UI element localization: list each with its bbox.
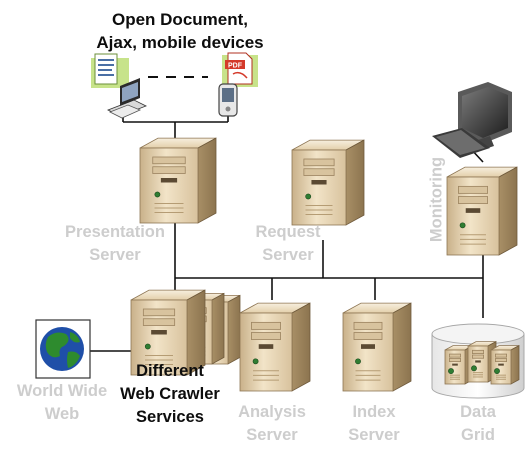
grid-server-1 bbox=[444, 344, 474, 385]
monitor-icon bbox=[458, 82, 512, 150]
pdf-icon: PDF bbox=[222, 52, 258, 87]
document-icon bbox=[91, 53, 129, 88]
presentation-server bbox=[139, 137, 217, 224]
label-analysis-server: Analysis Server bbox=[238, 403, 306, 444]
label-request-server: Request Server bbox=[255, 223, 321, 264]
label-data-grid: Data Grid bbox=[460, 403, 496, 444]
grid-server-3 bbox=[490, 344, 520, 385]
mobile-device-icon bbox=[218, 83, 238, 117]
label-monitoring: Monitoring bbox=[427, 156, 446, 243]
analysis-server bbox=[239, 302, 311, 392]
label-index-server: Index Server bbox=[348, 403, 400, 444]
globe-icon bbox=[35, 319, 91, 379]
request-server bbox=[291, 139, 365, 226]
crawler-server bbox=[130, 289, 206, 376]
monitoring-server bbox=[446, 166, 518, 256]
index-server bbox=[342, 302, 412, 392]
label-web-crawler-services: Different Web Crawler Services bbox=[120, 362, 220, 426]
label-presentation-server: Presentation Server bbox=[65, 223, 165, 264]
label-client-devices: Open Document, Ajax, mobile devices bbox=[96, 10, 264, 52]
svg-text:PDF: PDF bbox=[228, 63, 243, 70]
desktop-computer-icon bbox=[107, 78, 147, 119]
label-world-wide-web: World Wide Web bbox=[16, 382, 108, 423]
keyboard-icon bbox=[432, 128, 490, 158]
